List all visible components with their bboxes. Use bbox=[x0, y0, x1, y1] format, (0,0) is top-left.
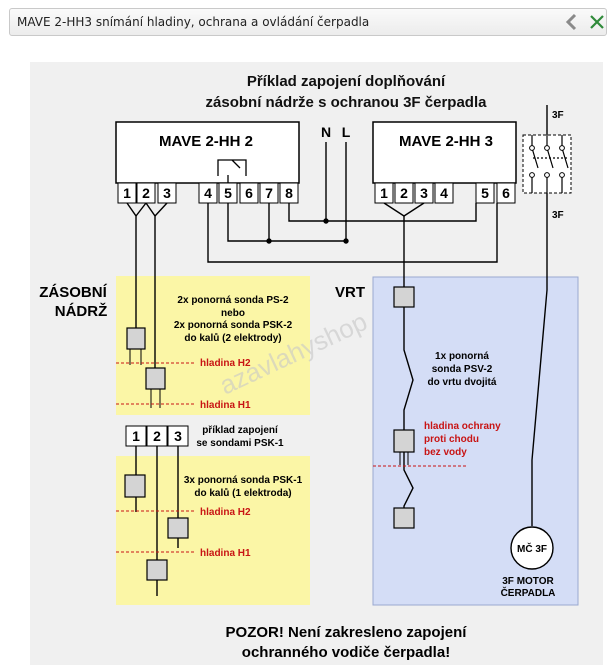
unit-right-terminals: 1 2 3 4 5 6 bbox=[374, 182, 516, 204]
terminal-label: 2 bbox=[153, 428, 161, 444]
unit-right-name: MAVE 2-HH 3 bbox=[399, 133, 493, 150]
heading-line-2: zásobní nádrže s ochranou 3F čerpadla bbox=[206, 94, 488, 111]
phase-label-top: 3F bbox=[552, 110, 564, 121]
well-probe-desc: 1x ponorná bbox=[435, 351, 489, 362]
tank-probe-desc: 2x ponorná sonda PSK-2 bbox=[174, 320, 293, 331]
terminal-label: 3 bbox=[163, 185, 171, 201]
probes bbox=[126, 286, 415, 529]
tank-label-line-1: ZÁSOBNÍ bbox=[39, 284, 107, 301]
supply-l-label: L bbox=[342, 124, 351, 140]
terminal-label: 1 bbox=[132, 428, 140, 444]
tank-probe-desc: 2x ponorná sonda PS-2 bbox=[177, 295, 289, 306]
terminal-label: 6 bbox=[502, 185, 510, 201]
unit-left: MAVE 2-HH 2 1 2 3 4 5 6 7 8 bbox=[115, 121, 300, 204]
terminal-label: 5 bbox=[224, 185, 232, 201]
well-probe-desc: sonda PSV-2 bbox=[432, 364, 493, 375]
terminal-label: 8 bbox=[285, 185, 293, 201]
warning-line-2: ochranného vodiče čerpadla! bbox=[242, 644, 450, 661]
supply-n-label: N bbox=[321, 124, 331, 140]
terminal-label: 1 bbox=[123, 185, 131, 201]
example-probe-desc: do kalů (1 elektroda) bbox=[194, 487, 291, 499]
example-title-line-2: se sondami PSK-1 bbox=[196, 438, 284, 449]
close-icon[interactable] bbox=[586, 11, 608, 33]
well-label: VRT bbox=[335, 284, 365, 301]
terminal-label: 6 bbox=[245, 185, 253, 201]
example-title-line-1: příklad zapojení bbox=[202, 425, 279, 436]
terminal-label: 5 bbox=[481, 185, 489, 201]
window-titlebar: MAVE 2-HH3 snímání hladiny, ochrana a ov… bbox=[9, 8, 607, 36]
example-terminals: 1 2 3 bbox=[125, 425, 189, 447]
motor-label-line-1: 3F MOTOR bbox=[502, 576, 554, 587]
terminal-label: 2 bbox=[142, 185, 150, 201]
terminal-label: 4 bbox=[440, 185, 448, 201]
terminal-label: 3 bbox=[174, 428, 182, 444]
unit-left-name: MAVE 2-HH 2 bbox=[159, 133, 253, 150]
unit-right: MAVE 2-HH 3 1 2 3 4 5 6 bbox=[372, 121, 572, 204]
window-title: MAVE 2-HH3 snímání hladiny, ochrana a ov… bbox=[17, 15, 370, 29]
well-protection: proti chodu bbox=[424, 434, 479, 445]
tank-label-line-2: NÁDRŽ bbox=[55, 302, 108, 320]
well-protection: bez vody bbox=[424, 447, 467, 458]
tank-level-h2: hladina H2 bbox=[200, 358, 251, 369]
example-level-h2: hladina H2 bbox=[200, 507, 251, 518]
example-level-h1: hladina H1 bbox=[200, 548, 251, 559]
motor-label-line-2: ČERPADLA bbox=[501, 586, 556, 599]
motor-symbol-label: MČ 3F bbox=[517, 542, 547, 555]
well-protection: hladina ochrany bbox=[424, 421, 501, 432]
well-probe-desc: do vrtu dvojitá bbox=[428, 377, 497, 388]
example-probe-desc: 3x ponorná sonda PSK-1 bbox=[184, 475, 303, 486]
pump-motor-symbol bbox=[510, 526, 554, 570]
wiring bbox=[126, 105, 548, 526]
unit-left-terminals: 1 2 3 4 5 6 7 8 bbox=[117, 182, 299, 204]
terminal-label: 1 bbox=[380, 185, 388, 201]
tank-probe-desc: do kalů (2 elektrody) bbox=[184, 332, 281, 344]
tank-area bbox=[116, 276, 310, 415]
terminal-label: 2 bbox=[400, 185, 408, 201]
warning-line-1: POZOR! Není zakresleno zapojení bbox=[226, 624, 468, 641]
tank-probe-desc: nebo bbox=[221, 308, 245, 319]
terminal-label: 4 bbox=[204, 185, 212, 201]
terminal-label: 7 bbox=[265, 185, 273, 201]
tank-level-h1: hladina H1 bbox=[200, 400, 251, 411]
chevron-left-icon[interactable] bbox=[561, 11, 583, 33]
terminal-label: 3 bbox=[420, 185, 428, 201]
phase-label-bottom: 3F bbox=[552, 210, 564, 221]
heading-line-1: Příklad zapojení doplňování bbox=[247, 73, 446, 90]
